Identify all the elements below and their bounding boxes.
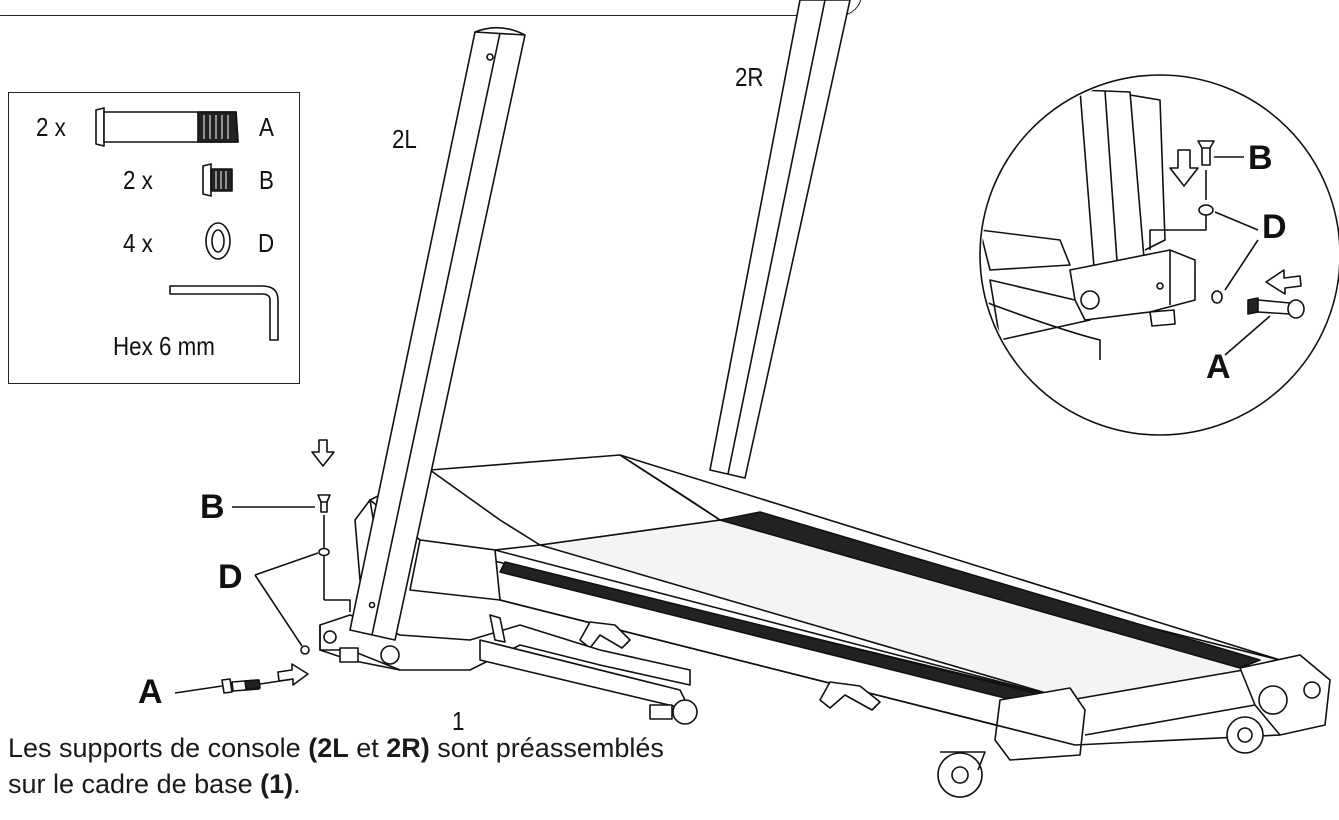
base-frame (319, 614, 698, 725)
upright-right-label: 2R (735, 62, 764, 92)
detail-bolt-a-callout: A (1206, 348, 1231, 386)
caption-ref-2l: (2L (308, 733, 349, 763)
screw-b-callout: B (200, 488, 225, 526)
detail-washer-d-callout: D (1262, 208, 1287, 246)
caption-text: sont préassemblés (429, 733, 664, 763)
hex-key-icon (169, 285, 279, 341)
caption-line-2: sur le cadre de base (1). (8, 766, 768, 802)
caption-text: . (293, 769, 301, 799)
screw-b-icon (202, 163, 212, 197)
screw-b-quantity: 2 x (123, 165, 153, 195)
parts-icons (95, 107, 279, 341)
caption-text: Les supports de console (8, 733, 309, 763)
detail-screw-b-callout: B (1248, 139, 1273, 177)
hardware-callouts (174, 439, 351, 694)
bolt-a-label: A (259, 112, 274, 142)
caption-line-1: Les supports de console (2L et 2R) sont … (8, 730, 768, 766)
bolt-a-quantity: 2 x (36, 112, 66, 142)
upright-left (349, 26, 526, 641)
screw-b-label: B (259, 165, 274, 195)
detail-magnifier (979, 74, 1339, 436)
washer-d-callout: D (218, 558, 243, 596)
caption-text: sur le cadre de base (8, 769, 261, 799)
parts-list-box (8, 92, 300, 384)
upright-right (709, 0, 851, 479)
hex-key-label: Hex 6 mm (113, 331, 215, 361)
washer-d-label: D (258, 228, 275, 258)
instruction-caption: Les supports de console (2L et 2R) sont … (8, 730, 768, 802)
caption-text: et (348, 733, 387, 763)
bolt-a-callout: A (138, 673, 163, 711)
bolt-a-icon (95, 107, 105, 147)
caption-ref-1: (1) (260, 769, 294, 799)
washer-d-quantity: 4 x (123, 228, 153, 258)
motor-hood (354, 454, 721, 601)
base-frame-label: 1 (452, 706, 465, 736)
caption-ref-2r: 2R) (386, 733, 430, 763)
upright-left-label: 2L (392, 124, 417, 154)
